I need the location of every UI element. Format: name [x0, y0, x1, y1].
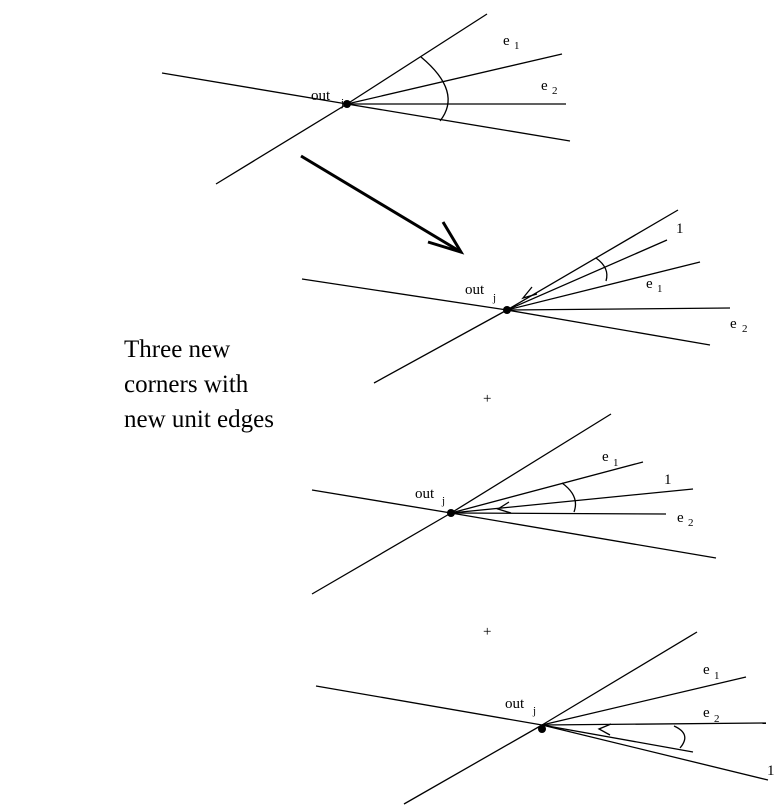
edge-e2	[506, 307, 731, 311]
caption-line-2: corners with	[124, 371, 249, 398]
edge-label-e2-sub: 2	[714, 713, 720, 725]
caption: Three new corners with new unit edges	[124, 336, 274, 433]
edge-e1	[541, 676, 747, 726]
edge-e1	[450, 461, 644, 514]
edge-label-e2-sub: 2	[742, 323, 748, 335]
edge-label-e2-sub: 2	[552, 85, 558, 97]
edge-label-e2: e	[541, 78, 548, 94]
new-corner-2: out j e 1 1 e 2	[311, 413, 717, 595]
angle-arc	[420, 56, 449, 122]
edge-unit	[541, 724, 769, 781]
unit-arrowhead	[597, 723, 612, 736]
plus-sign-1: +	[483, 391, 491, 407]
edge-label-e1: e	[602, 449, 609, 465]
angle-arc	[595, 257, 608, 282]
edge-label-e1-sub: 1	[657, 283, 663, 295]
caption-line-1: Three new	[124, 336, 230, 363]
edge-e1	[346, 53, 563, 105]
edge-label-unit: 1	[767, 763, 775, 779]
plus-sign-2: +	[483, 624, 491, 640]
angle-arc	[673, 725, 686, 749]
line-ray-lower	[346, 103, 571, 142]
edge-e2	[541, 722, 767, 726]
unit-arrowhead	[521, 286, 538, 300]
vertex-label-sub: j	[492, 292, 496, 304]
vertex-label: out	[311, 88, 331, 104]
line-ray-upper	[346, 13, 488, 105]
caption-line-3: new unit edges	[124, 406, 274, 433]
vertex-label-sub: j	[340, 97, 344, 109]
vertex-dot	[343, 100, 351, 108]
edge-label-e2-sub: 2	[688, 517, 694, 529]
transition-arrow	[300, 154, 465, 255]
edge-label-e2: e	[730, 316, 737, 332]
edge-label-e1-sub: 1	[613, 457, 619, 469]
edge-label-e1-sub: 1	[714, 670, 720, 682]
original-corner: out j e 1 e 2	[161, 13, 571, 185]
edge-e2	[450, 512, 667, 515]
vertex-label: out	[465, 282, 485, 298]
edge-unit	[506, 239, 668, 311]
edge-label-unit: 1	[676, 221, 684, 237]
new-corner-3: out j e 1 e 2 1	[315, 631, 775, 805]
edge-label-e2: e	[703, 705, 710, 721]
unit-arrowhead	[496, 501, 512, 514]
edge-label-e2: e	[677, 510, 684, 526]
edge-label-e1: e	[646, 276, 653, 292]
vertex-label: out	[415, 486, 435, 502]
edge-label-e1: e	[503, 33, 510, 49]
edge-label-e1-sub: 1	[514, 40, 520, 52]
vertex-label-sub: j	[441, 495, 445, 507]
vertex-label: out	[505, 696, 525, 712]
new-corner-1: out j 1 e 1 e 2	[301, 209, 748, 384]
edge-label-unit: 1	[664, 472, 672, 488]
edge-e1	[506, 261, 701, 311]
vertex-label-sub: j	[532, 705, 536, 717]
edge-label-e1: e	[703, 662, 710, 678]
angle-arc	[561, 482, 577, 513]
line-crossing	[161, 72, 348, 105]
line-lower-left	[215, 103, 348, 185]
edge-unit	[450, 488, 694, 514]
